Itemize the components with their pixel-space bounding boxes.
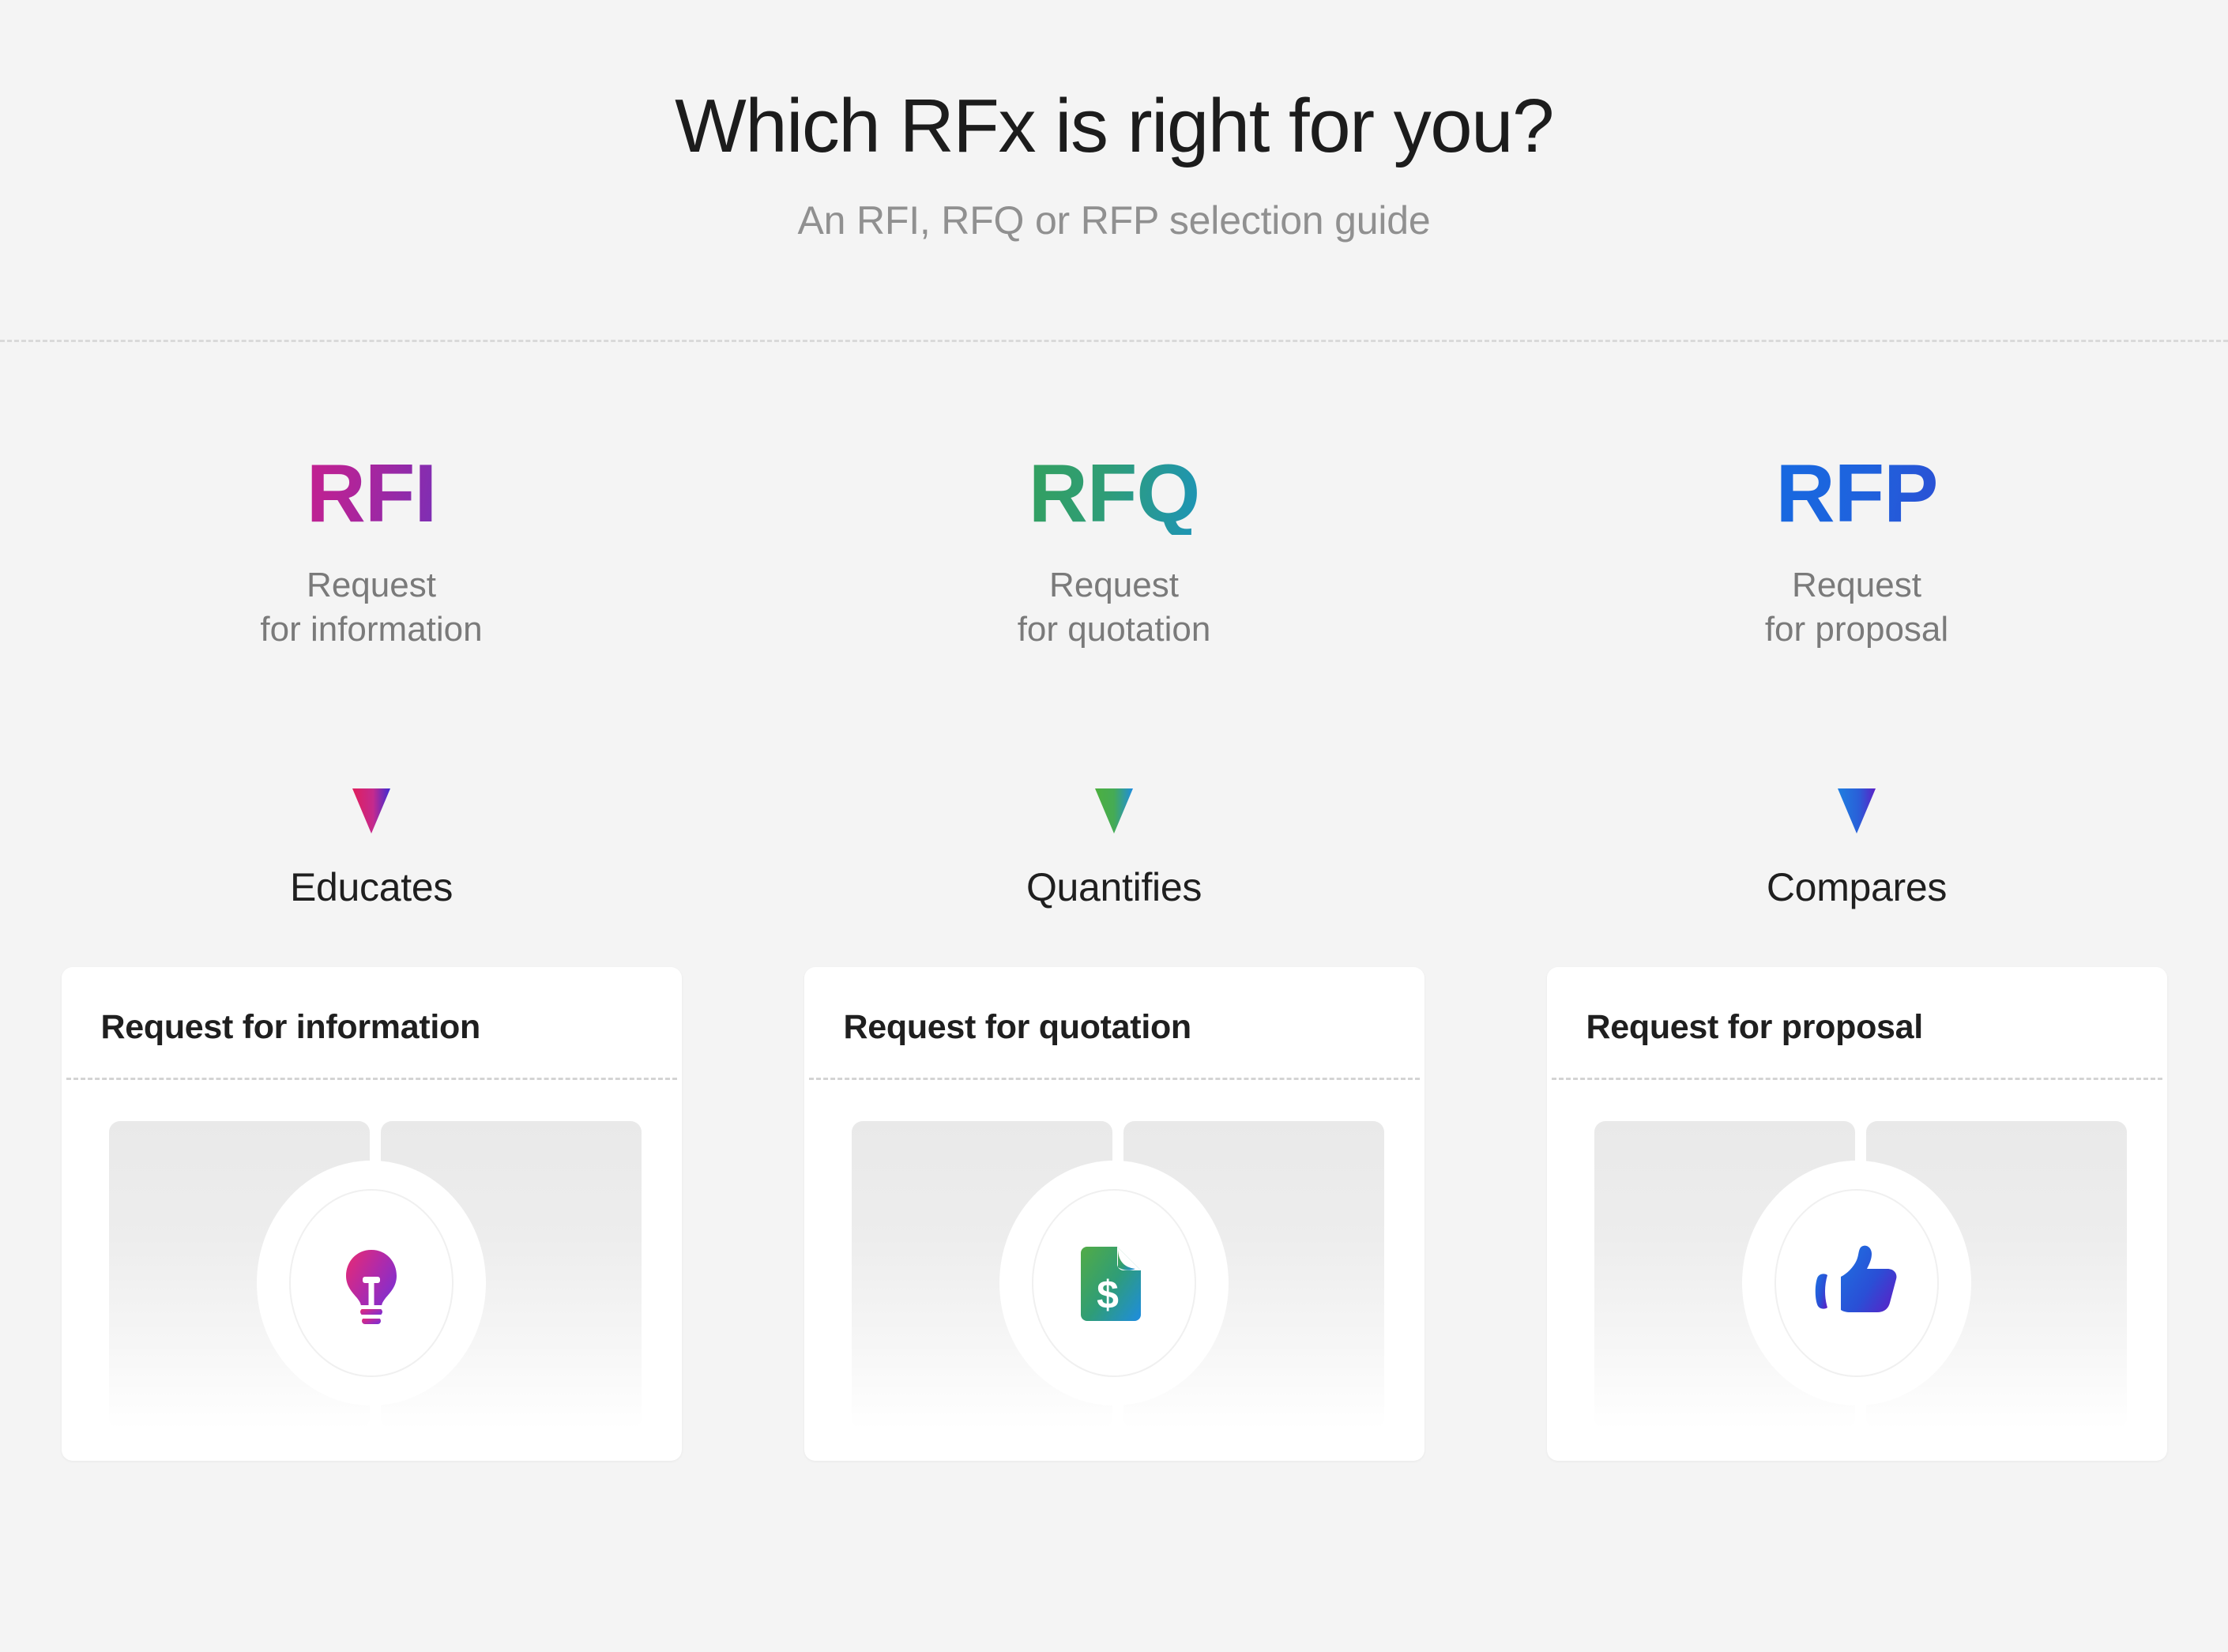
sublabel-line1: Request xyxy=(1792,566,1921,604)
acronym-rfq: RFQ xyxy=(1028,448,1201,540)
card-rfi[interactable]: Request for information xyxy=(61,966,682,1461)
column-rfq: RFQ Request for quotation Quantifies xyxy=(743,340,1485,1652)
verb-rfi: Educates xyxy=(289,864,454,909)
acronym-rfp: RFP xyxy=(1775,448,1939,540)
lightbulb-icon xyxy=(324,1236,419,1330)
sublabel-line2: for information xyxy=(260,610,483,649)
icon-ring xyxy=(257,1160,486,1406)
card-title-rfp: Request for proposal xyxy=(1586,1007,1924,1046)
header-divider xyxy=(0,340,2228,342)
sublabel-line1: Request xyxy=(1049,566,1179,604)
arrow-down-icon-rfi xyxy=(352,691,390,834)
arrow-down-icon-rfq xyxy=(1095,691,1133,834)
sublabel-rfp: Request for proposal xyxy=(1765,563,1948,653)
sublabel-rfq: Request for quotation xyxy=(1018,563,1211,653)
page-title: Which RFx is right for you? xyxy=(675,84,1554,168)
column-rfp: RFP Request for proposal Compares xyxy=(1485,340,2228,1652)
icon-ring-inner: $ xyxy=(1032,1188,1196,1377)
card-title-rfq: Request for quotation xyxy=(843,1007,1192,1046)
card-divider xyxy=(66,1077,677,1080)
card-preview-rfi xyxy=(62,1120,682,1461)
card-preview-rfq: $ xyxy=(804,1120,1424,1461)
sublabel-rfi: Request for information xyxy=(260,563,482,653)
thumbs-up-icon xyxy=(1809,1236,1904,1330)
card-preview-rfp xyxy=(1547,1120,2167,1461)
verb-rfq: Quantifies xyxy=(1026,864,1202,909)
page-header: Which RFx is right for you? An RFI, RFQ … xyxy=(0,0,2228,340)
card-divider xyxy=(808,1077,1420,1080)
column-rfi: RFI Request for information Educates xyxy=(0,340,743,1652)
icon-ring: $ xyxy=(999,1160,1229,1406)
card-rfp[interactable]: Request for proposal xyxy=(1546,966,2167,1461)
rfx-columns: RFI Request for information Educates xyxy=(0,340,2228,1652)
icon-ring-inner xyxy=(289,1188,454,1377)
card-divider xyxy=(1551,1077,2162,1080)
card-title-rfi: Request for information xyxy=(100,1007,481,1046)
verb-rfp: Compares xyxy=(1766,864,1948,909)
sublabel-line2: for quotation xyxy=(1017,610,1211,649)
card-rfq[interactable]: Request for quotation xyxy=(804,966,1424,1461)
page-subtitle: An RFI, RFQ or RFP selection guide xyxy=(797,198,1431,243)
acronym-rfi: RFI xyxy=(306,448,438,540)
icon-ring xyxy=(1742,1160,1971,1406)
sublabel-line2: for proposal xyxy=(1764,610,1949,649)
icon-ring-inner xyxy=(1774,1188,1939,1377)
arrow-down-icon-rfp xyxy=(1838,691,1876,834)
document-dollar-icon: $ xyxy=(1067,1236,1161,1330)
sublabel-line1: Request xyxy=(307,566,436,604)
svg-text:$: $ xyxy=(1097,1273,1119,1317)
